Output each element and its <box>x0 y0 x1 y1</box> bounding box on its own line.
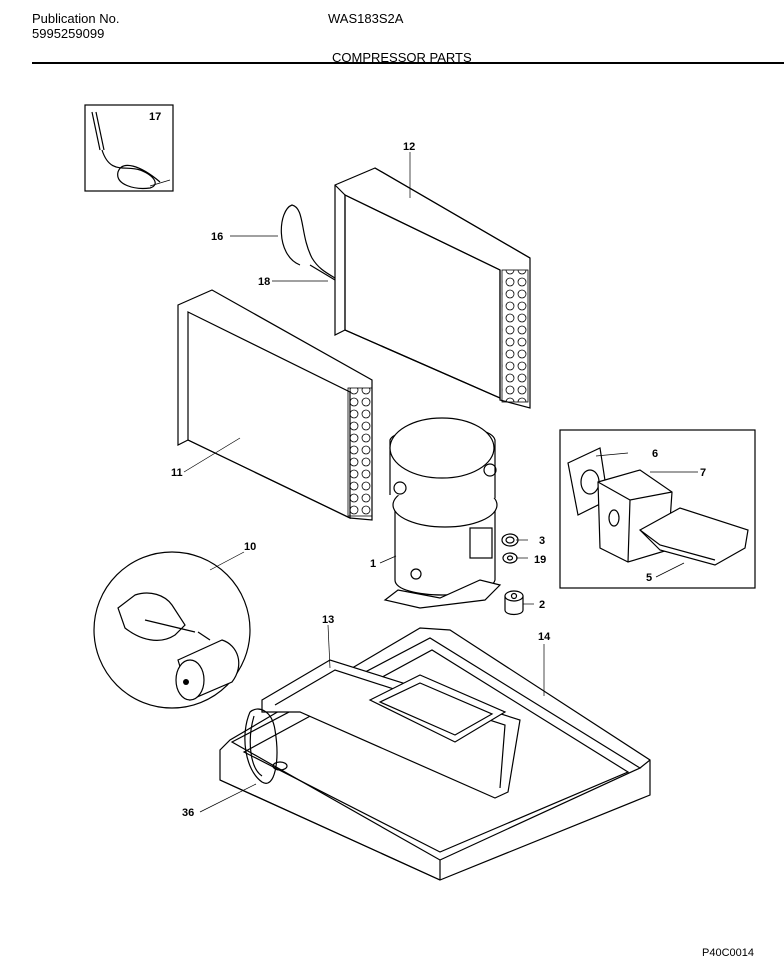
callout-6: 6 <box>652 448 658 460</box>
callout-19: 19 <box>534 554 546 566</box>
callout-1: 1 <box>370 558 376 570</box>
part-36-strap <box>244 708 278 784</box>
publication-label: Publication No. <box>32 11 120 26</box>
part-1-compressor <box>383 417 502 609</box>
callout-13: 13 <box>322 614 334 626</box>
callout-18: 18 <box>258 276 270 288</box>
callout-5: 5 <box>646 572 652 584</box>
callout-labels: 17 12 16 18 11 10 1 6 7 3 19 5 2 13 14 3… <box>149 111 706 819</box>
callout-11: 11 <box>171 467 183 479</box>
part-19-washer <box>502 552 518 564</box>
callout-12: 12 <box>403 141 415 153</box>
part-2-mounting-grommet <box>504 590 524 616</box>
section-title: COMPRESSOR PARTS <box>332 50 472 65</box>
header-rule <box>32 62 784 64</box>
leader-lines <box>183 152 698 813</box>
callout-17: 17 <box>149 111 161 123</box>
parts-5-6-7-terminal-cover-inset <box>559 429 756 589</box>
model-number: WAS183S2A <box>328 11 404 26</box>
part-13-mount-plate <box>261 659 521 799</box>
part-10-capacitor-detail <box>93 551 251 709</box>
part-11-evaporator-coil <box>177 289 373 521</box>
part-12-condenser-coil <box>334 167 531 409</box>
callout-16: 16 <box>211 231 223 243</box>
publication-number: 5995259099 <box>32 26 105 41</box>
callout-10: 10 <box>244 541 256 553</box>
part-16-18-capillary-tube <box>280 204 336 281</box>
callout-36: 36 <box>182 807 194 819</box>
part-3-grommet <box>501 533 519 547</box>
callout-14: 14 <box>538 631 551 643</box>
drawing-code: P40C0014 <box>702 947 754 959</box>
callout-7: 7 <box>700 467 706 479</box>
part-17-sensor-inset <box>84 104 174 192</box>
callout-2: 2 <box>539 599 545 611</box>
callout-3: 3 <box>539 535 545 547</box>
